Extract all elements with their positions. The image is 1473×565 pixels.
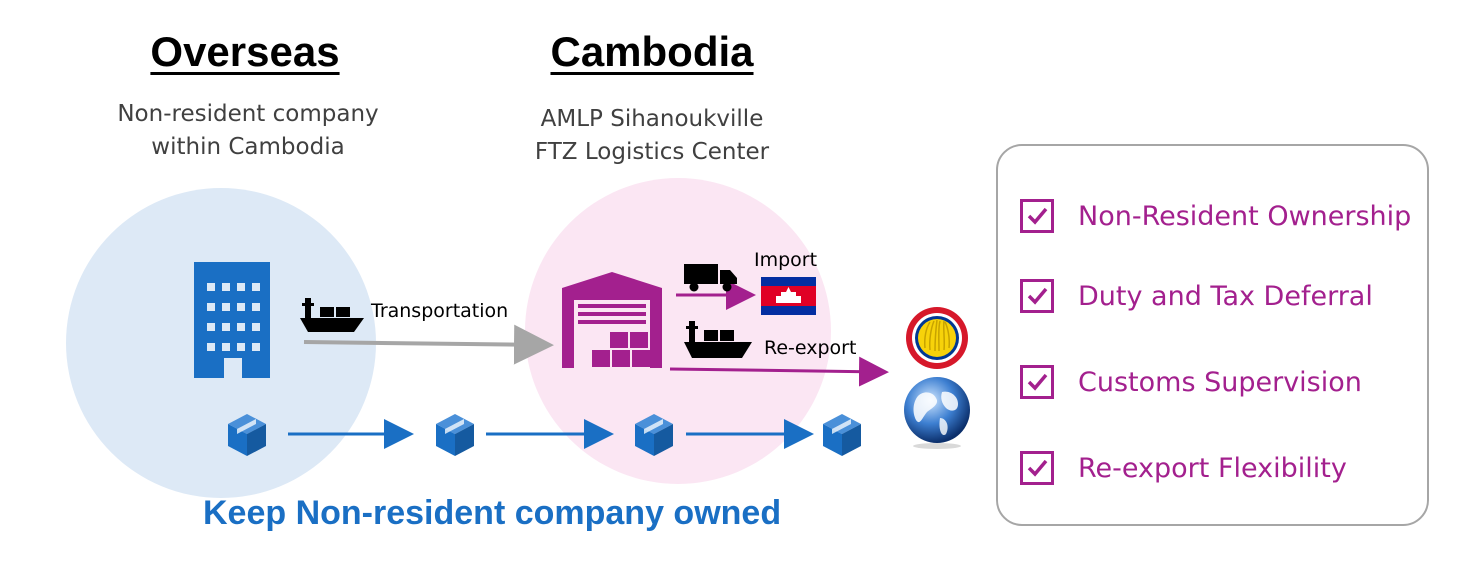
benefit-item: Customs Supervision (1020, 362, 1362, 402)
benefit-label: Customs Supervision (1078, 366, 1362, 398)
cambodia-desc-line1: AMLP Sihanoukville (540, 106, 764, 132)
asean-emblem-icon (903, 304, 971, 372)
cambodia-heading: Cambodia (550, 28, 754, 75)
tagline: Keep Non-resident company owned (203, 494, 782, 532)
package-icon (436, 414, 474, 456)
reexport-label: Re-export (764, 337, 857, 359)
package-icon (228, 414, 266, 456)
benefit-label: Duty and Tax Deferral (1078, 280, 1373, 312)
overseas-desc-line2: within Cambodia (151, 134, 345, 160)
overseas-description: Non-resident company within Cambodia (78, 98, 418, 164)
cambodia-flag-icon (761, 277, 816, 315)
benefit-item: Duty and Tax Deferral (1020, 276, 1373, 316)
benefit-item: Re-export Flexibility (1020, 448, 1347, 488)
transportation-label: Transportation (371, 300, 509, 322)
warehouse-icon (562, 272, 662, 368)
cambodia-circle (525, 178, 831, 484)
checkbox-icon (1020, 365, 1054, 399)
benefit-label: Non-Resident Ownership (1078, 200, 1412, 232)
check-mark-icon (1027, 287, 1048, 305)
benefit-label: Re-export Flexibility (1078, 452, 1347, 484)
checkbox-icon (1020, 199, 1054, 233)
checkbox-icon (1020, 451, 1054, 485)
cambodia-desc-line2: FTZ Logistics Center (534, 139, 770, 165)
reexport-ship-icon (684, 321, 752, 358)
transportation-arrow (303, 324, 554, 365)
checkbox-icon (1020, 279, 1054, 313)
cambodia-description: AMLP Sihanoukville FTZ Logistics Center (482, 103, 822, 169)
check-mark-icon (1027, 207, 1048, 225)
overseas-heading: Overseas (150, 28, 340, 75)
package-icon (635, 414, 673, 456)
ship-icon (300, 298, 364, 332)
globe-icon (904, 377, 970, 449)
truck-icon (684, 264, 737, 292)
reexport-arrow (669, 356, 889, 387)
benefit-item: Non-Resident Ownership (1020, 196, 1411, 236)
benefits-panel: Non-Resident Ownership Duty and Tax Defe… (996, 144, 1429, 526)
check-mark-icon (1027, 459, 1048, 477)
package-icon (823, 414, 861, 456)
building-icon (194, 262, 270, 378)
check-mark-icon (1027, 373, 1048, 391)
overseas-desc-line1: Non-resident company (117, 101, 379, 127)
import-label: Import (754, 249, 818, 271)
